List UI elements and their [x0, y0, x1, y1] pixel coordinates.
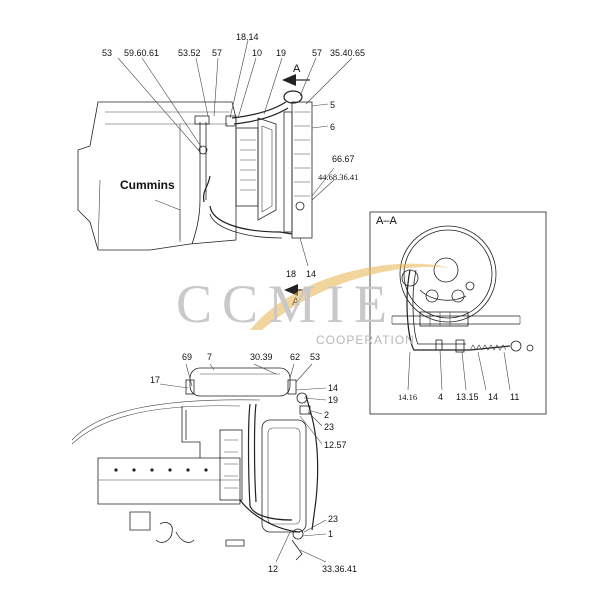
- label-14-section: 14: [488, 392, 498, 402]
- label-23-lower: 23: [328, 514, 338, 524]
- frame-curve: [71, 399, 261, 441]
- label-57-right: 57: [312, 48, 322, 58]
- label-53: 53: [102, 48, 112, 58]
- label-57-left: 57: [212, 48, 222, 58]
- label-17: 17: [150, 375, 160, 385]
- label-19-top: 19: [276, 48, 286, 58]
- bottom-view: [71, 363, 327, 563]
- engine-block: [77, 101, 237, 251]
- label-14-16: 14.16: [398, 392, 417, 402]
- pipe-loop: [191, 122, 201, 245]
- spring-hose: [469, 344, 507, 351]
- watermark-swoosh: [250, 263, 450, 330]
- label-12-57: 12.57: [324, 440, 347, 450]
- label-7: 7: [207, 352, 212, 362]
- watermark-logo: CCMIE COOPERATION: [176, 263, 450, 347]
- label-66-67: 66.67: [332, 154, 355, 164]
- label-18-bottom: 18: [286, 269, 296, 279]
- overflow-tube: [406, 269, 511, 351]
- label-35-40-65: 35.40.65: [330, 48, 365, 58]
- label-19-bottom: 19: [328, 395, 338, 405]
- lower-hose: [209, 205, 293, 235]
- label-13-15: 13.15: [456, 392, 479, 402]
- label-30-39: 30.39: [250, 352, 273, 362]
- label-10: 10: [252, 48, 262, 58]
- engine-brand-label: Cummins: [120, 178, 175, 192]
- label-4: 4: [438, 392, 443, 402]
- radiator: [291, 101, 313, 239]
- engine-block-lower: [97, 457, 241, 505]
- watermark-subtitle: COOPERATION: [316, 333, 415, 347]
- radiator-cap: [283, 90, 303, 104]
- overflow-tank: [189, 367, 291, 397]
- label-53-52: 53.52: [178, 48, 201, 58]
- section-detail-box: [369, 211, 547, 415]
- watermark-letters: CCMIE: [176, 274, 397, 334]
- label-11: 11: [510, 392, 519, 402]
- label-23-upper: 23: [324, 422, 334, 432]
- upper-hose: [231, 101, 287, 119]
- label-6: 6: [330, 122, 335, 132]
- label-1: 1: [328, 529, 333, 539]
- section-arrow-top: [282, 74, 296, 86]
- section-title: A–A: [376, 215, 397, 227]
- label-14-bottom: 14: [328, 383, 338, 393]
- top-view: [77, 39, 353, 296]
- label-5: 5: [330, 100, 335, 110]
- label-12: 12: [268, 564, 278, 574]
- section-marker-a-top: A: [293, 63, 301, 75]
- label-33-36-41: 33.36.41: [322, 564, 357, 574]
- fan-shroud: [399, 225, 497, 323]
- label-14-top: 14: [306, 269, 316, 279]
- label-53-bottom: 53: [310, 352, 320, 362]
- label-69: 69: [182, 352, 192, 362]
- radiator-lower: [261, 419, 307, 533]
- label-18-14-top: 18.14: [236, 32, 259, 42]
- fan: [257, 117, 277, 221]
- label-2: 2: [324, 410, 329, 420]
- label-62: 62: [290, 352, 300, 362]
- label-59-60-61: 59.60.61: [124, 48, 159, 58]
- label-44-68-36-41: 44.68.36.41: [318, 172, 358, 182]
- section-arrow-bottom: [284, 284, 298, 296]
